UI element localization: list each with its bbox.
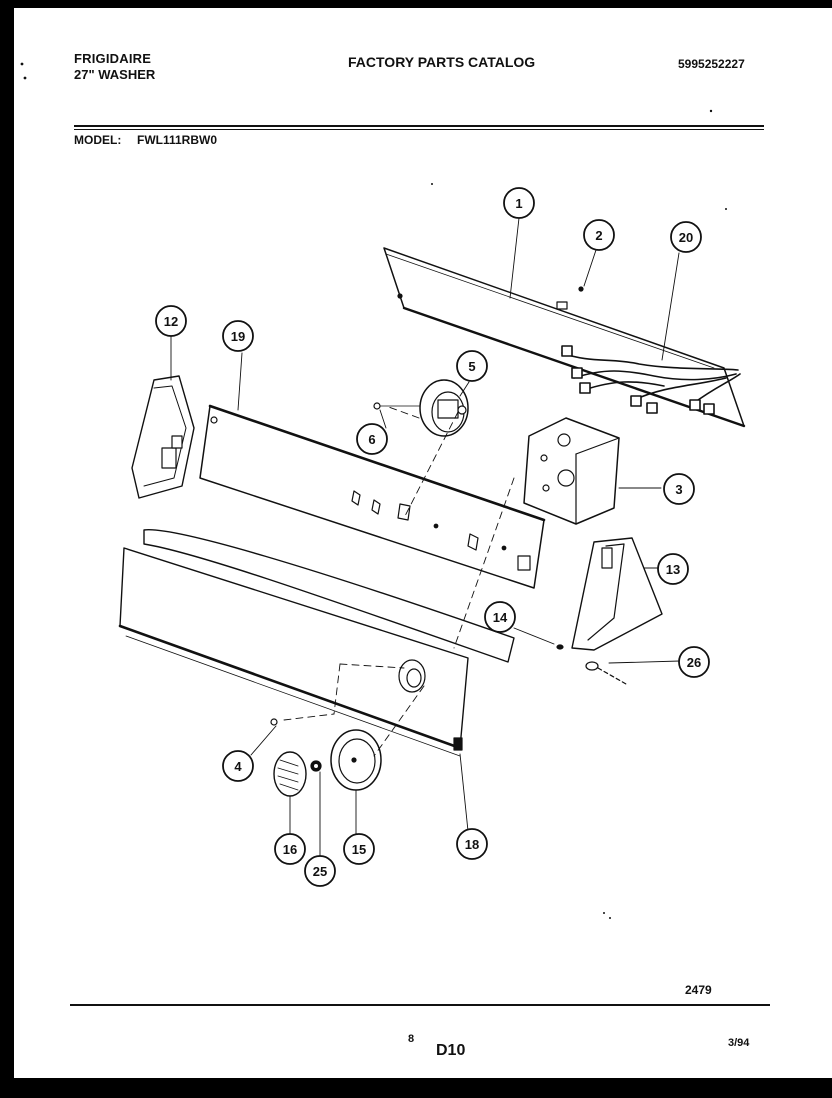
part-console-front-panel <box>118 529 515 757</box>
callout-label: 2 <box>595 228 602 243</box>
page-number: 8 <box>408 1033 415 1045</box>
callout-label: 25 <box>313 864 327 879</box>
callout-label: 26 <box>687 655 701 670</box>
catalog-title: FACTORY PARTS CATALOG <box>348 54 536 70</box>
callout-6: 6 <box>356 423 388 455</box>
part-screw-small <box>585 661 627 685</box>
callout-4: 4 <box>222 750 254 782</box>
callout-1: 1 <box>503 187 535 219</box>
part-left-end-cap <box>131 375 195 499</box>
callout-3: 3 <box>663 473 695 505</box>
callout-2: 2 <box>583 219 615 251</box>
callout-13: 13 <box>657 553 689 585</box>
model-value: FWL111RBW0 <box>137 133 218 147</box>
callout-19: 19 <box>222 320 254 352</box>
section-code: D10 <box>436 1042 466 1059</box>
part-clip <box>556 286 584 310</box>
part-right-end-cap <box>571 537 663 651</box>
callout-label: 13 <box>666 562 680 577</box>
callout-label: 1 <box>515 196 522 211</box>
callout-15: 15 <box>343 833 375 865</box>
callout-label: 4 <box>234 759 242 774</box>
callout-label: 20 <box>679 230 693 245</box>
callout-label: 5 <box>468 359 475 374</box>
callout-label: 15 <box>352 842 366 857</box>
part-knob-skirt <box>330 729 382 791</box>
header-rule-thin <box>74 129 764 130</box>
callout-5: 5 <box>456 350 488 382</box>
callout-label: 18 <box>465 837 479 852</box>
alignment-guides <box>283 405 515 757</box>
callout-20: 20 <box>670 221 702 253</box>
header-rule <box>74 125 764 127</box>
model-label: MODEL: <box>74 133 122 147</box>
part-screw <box>373 402 421 410</box>
callout-label: 12 <box>164 314 178 329</box>
callout-12: 12 <box>155 305 187 337</box>
callout-label: 19 <box>231 329 245 344</box>
part-control-plate <box>199 404 546 589</box>
product-name: 27" WASHER <box>74 67 156 82</box>
part-pin <box>270 718 278 726</box>
catalog-number: 5995252227 <box>678 57 745 71</box>
callout-25: 25 <box>304 855 336 887</box>
callout-label: 14 <box>493 610 508 625</box>
part-spring <box>310 760 322 772</box>
callout-14: 14 <box>484 601 516 633</box>
part-timer <box>523 417 620 525</box>
part-rear-control-panel <box>383 247 746 428</box>
part-knob <box>273 751 307 797</box>
callout-26: 26 <box>678 646 710 678</box>
callout-label: 16 <box>283 842 297 857</box>
callout-label: 3 <box>675 482 682 497</box>
callout-18: 18 <box>456 828 488 860</box>
part-selector-switch <box>419 379 469 437</box>
footer-rule <box>70 1004 770 1006</box>
diagram-id: 2479 <box>685 983 712 997</box>
scan-specks <box>20 62 727 919</box>
brand-name: FRIGIDAIRE <box>74 51 152 66</box>
callout-label: 6 <box>368 432 375 447</box>
callout-16: 16 <box>274 833 306 865</box>
revision-date: 3/94 <box>728 1037 750 1049</box>
part-clip-small <box>556 644 564 650</box>
parts-catalog-sheet: FRIGIDAIRE 27" WASHER FACTORY PARTS CATA… <box>14 8 832 1078</box>
part-wire-harness <box>561 345 741 415</box>
leader-lines <box>170 217 681 857</box>
